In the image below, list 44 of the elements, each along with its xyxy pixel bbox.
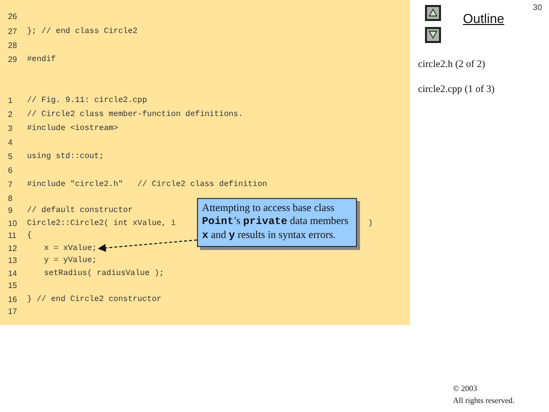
line-number: 5: [8, 151, 12, 162]
code-line: // Fig. 9.11: circle2.cpp: [27, 95, 148, 106]
outline-heading: Outline: [463, 11, 504, 27]
line-number: 28: [8, 40, 17, 51]
line-number: 13: [8, 255, 17, 266]
leader-arrow: [98, 240, 198, 252]
copyright-notice: All rights reserved.: [453, 395, 515, 406]
line-number: 3: [8, 123, 12, 134]
code-line: setRadius( radiusValue );: [44, 268, 164, 279]
line-number: 29: [8, 54, 17, 65]
file-label: circle2.h (2 of 2): [418, 59, 486, 70]
line-number: 10: [8, 218, 17, 229]
code-line: x = xValue;: [44, 243, 97, 254]
line-number: 11: [8, 230, 16, 241]
code-line: // default constructor: [27, 205, 133, 216]
line-number: 4: [8, 137, 12, 148]
code-line: y = yValue;: [44, 255, 97, 266]
line-number: 2: [8, 109, 12, 120]
copyright-notice: © 2003: [453, 383, 478, 394]
line-number: 8: [8, 193, 12, 204]
code-line: Circle2::Circle2( int xValue, i: [27, 218, 176, 229]
line-number: 16: [8, 294, 17, 305]
code-line: {: [27, 230, 32, 241]
file-label: circle2.cpp (1 of 3): [418, 84, 495, 95]
line-number: 14: [8, 268, 17, 279]
slide-number: 30: [533, 2, 542, 13]
code-line: ): [368, 218, 373, 229]
code-line: } // end Circle2 constructor: [27, 294, 162, 305]
line-number: 15: [8, 280, 17, 291]
code-line: }; // end class Circle2: [27, 26, 138, 37]
line-number: 27: [8, 26, 17, 37]
code-line: using std::cout;: [27, 151, 104, 162]
line-number: 7: [8, 179, 12, 190]
line-number: 6: [8, 165, 12, 176]
code-line: #endif: [27, 54, 56, 65]
line-number: 17: [8, 306, 17, 317]
line-number: 1: [8, 95, 12, 106]
line-number: 9: [8, 205, 12, 216]
code-line: #include "circle2.h" // Circle2 class definition: [27, 179, 268, 190]
callout-box: Attempting to access base class Point’s private data members x and y results in syntax errors.: [197, 198, 357, 247]
code-line: #include <iostream>: [27, 123, 118, 134]
line-number: 12: [8, 243, 17, 254]
line-number: 26: [8, 11, 17, 22]
code-line: // Circle2 class member-function definitions.: [27, 109, 244, 120]
